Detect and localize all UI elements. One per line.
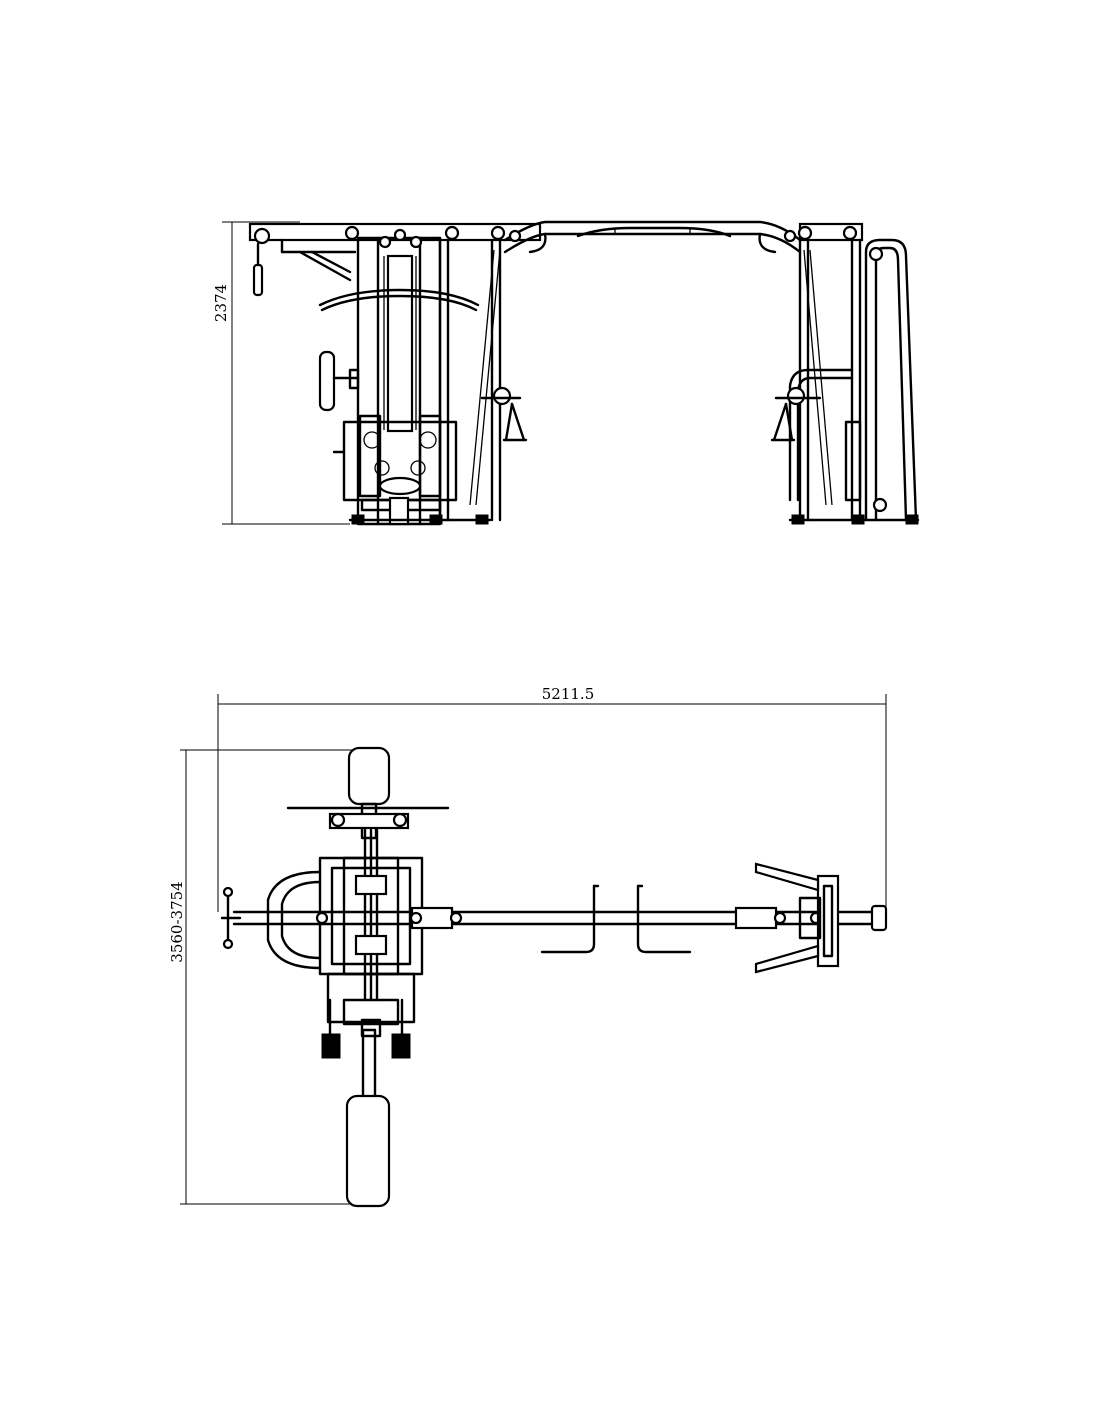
length-dimension: 5211.5 [217, 685, 887, 912]
top-beam-left [248, 222, 542, 282]
height-dimension: 2374 [212, 221, 350, 525]
main-beam [232, 904, 888, 932]
right-base [788, 514, 920, 525]
beam-hooks [540, 884, 692, 954]
press-arms [318, 288, 480, 312]
far-left-handle [220, 886, 242, 950]
left-uprights [438, 236, 502, 522]
left-curved-frame [266, 870, 322, 970]
top-plan-view: 5211.5 3560-3754 [168, 685, 888, 1208]
right-end-frame [844, 238, 918, 522]
top-beam-right [797, 222, 864, 242]
length-dimension-label: 5211.5 [542, 685, 595, 703]
height-dimension-label: 2374 [212, 284, 230, 322]
right-stirrup-handle [770, 386, 822, 442]
side-elevation-view: 2374 [212, 220, 920, 526]
top-handle-bar [286, 806, 450, 830]
width-dimension: 3560-3754 [168, 749, 362, 1205]
left-stirrup-handle [480, 386, 528, 442]
right-end-assembly [754, 862, 840, 974]
width-dimension-label: 3560-3754 [168, 881, 186, 962]
left-cable-handle [252, 242, 264, 297]
lower-central-assembly [321, 972, 416, 1059]
left-base [348, 514, 492, 525]
weight-stack-tower [356, 228, 442, 526]
bottom-bench [345, 1028, 391, 1208]
top-arch-beam [503, 220, 802, 254]
right-uprights [788, 238, 862, 522]
back-pad [318, 350, 360, 412]
lower-machinery-left [332, 414, 458, 526]
